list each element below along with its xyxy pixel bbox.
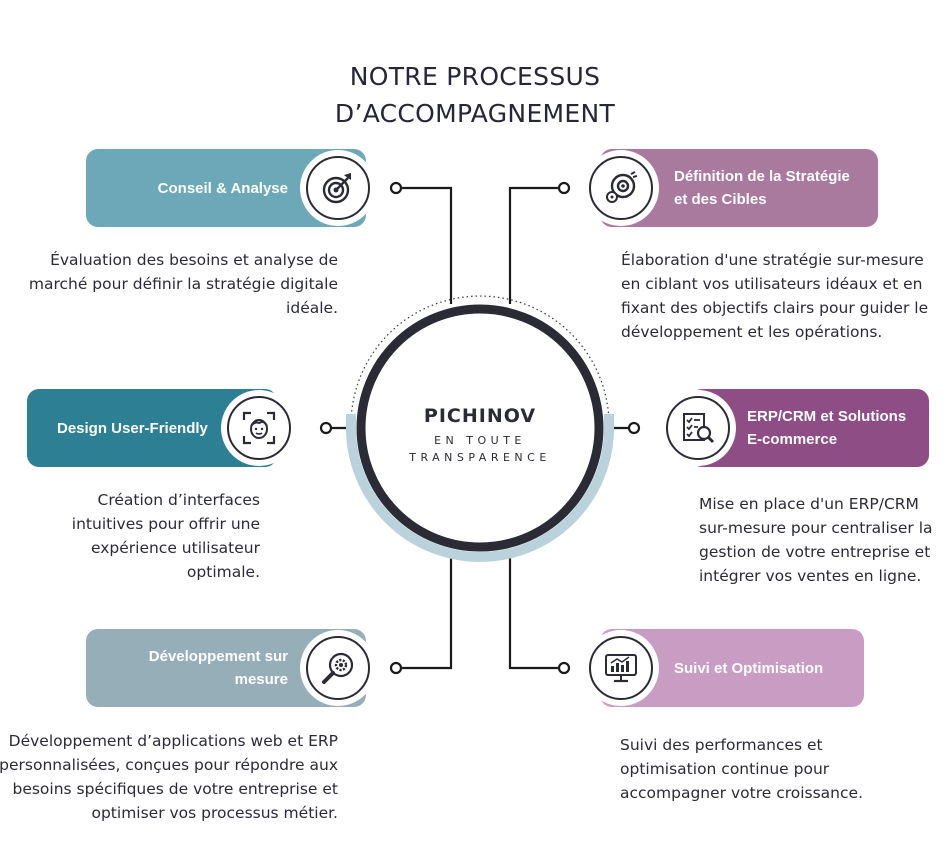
step-card-suivi-label: Suivi et Optimisation — [674, 659, 824, 677]
step-desc-design-line: Création d’interfaces — [97, 491, 260, 509]
connector-dot-dev — [389, 661, 403, 675]
center-brand: PICHINOV EN TOUTE TRANSPARENCE — [365, 405, 595, 465]
step-card-strategie-label-line-1: Définition de la Stratégie — [674, 168, 850, 185]
step-card-conseil-label: Conseil & Analyse — [157, 179, 288, 197]
step-card-erp-label-line-1: ERP/CRM et Solutions — [747, 408, 907, 425]
step-desc-dev-line: besoins spécifiques de votre entreprise … — [12, 780, 338, 798]
target-aim-icon — [606, 171, 638, 203]
step-desc-strategie-line: développement et les opérations. — [621, 323, 883, 341]
page-title: NOTRE PROCESSUS D’ACCOMPAGNEMENT — [0, 58, 950, 132]
connector-conseil — [396, 186, 453, 304]
gear-magnifier-icon — [322, 652, 354, 684]
center-ring-accent — [346, 414, 614, 562]
step-desc-design-line: expérience utilisateur — [90, 539, 260, 557]
step-desc-design-line: intuitives pour offrir une — [71, 515, 260, 533]
step-desc-erp-line: gestion de votre entreprise et — [699, 543, 931, 561]
connector-dot-conseil — [389, 181, 403, 195]
connector-dot-erp — [627, 421, 641, 435]
step-card-dev-label-line-2: mesure — [234, 671, 288, 688]
connector-dot-design — [319, 421, 333, 435]
step-desc-erp: Mise en place d'un ERP/CRM sur-mesure po… — [699, 492, 939, 588]
page-title-line-1: NOTRE PROCESSUS — [349, 62, 601, 91]
connector-dot-strategie — [557, 181, 571, 195]
step-icon-dev — [300, 630, 376, 706]
step-card-design-label: Design User-Friendly — [57, 419, 208, 437]
step-card-dev-label: Développement sur mesure — [149, 645, 288, 691]
step-desc-erp-line: intégrer vos ventes en ligne. — [699, 567, 922, 585]
face-scan-icon — [242, 411, 276, 445]
step-desc-erp-line: Mise en place d'un ERP/CRM — [699, 495, 919, 513]
step-card-erp-label: ERP/CRM et Solutions E-commerce — [747, 405, 906, 451]
step-icon-strategie — [583, 150, 659, 226]
step-icon-erp — [660, 390, 736, 466]
step-card-strategie-label-line-2: et des Cibles — [674, 191, 767, 208]
center-disc — [358, 306, 602, 550]
step-desc-strategie-line: fixant des objectifs clairs pour guider … — [621, 299, 929, 317]
center-tagline-line-1: EN TOUTE — [434, 434, 526, 447]
step-desc-dev-line: Développement d’applications web et ERP — [8, 732, 338, 750]
step-desc-conseil: Évaluation des besoins et analyse de mar… — [8, 248, 338, 320]
step-desc-dev-line: optimiser vos processus métier. — [91, 804, 338, 822]
monitor-chart-icon — [605, 654, 637, 683]
step-desc-conseil-line: Évaluation des besoins et analyse de — [50, 251, 338, 269]
step-card-strategie-label: Définition de la Stratégie et des Cibles — [674, 165, 850, 211]
checklist-search-icon — [683, 413, 715, 444]
step-desc-design-line: optimale. — [186, 563, 260, 581]
step-desc-suivi-line: Suivi des performances et — [620, 736, 823, 754]
step-desc-conseil-line: idéale. — [286, 299, 338, 317]
connector-strategie — [508, 186, 564, 304]
step-desc-suivi-line: accompagner votre croissance. — [620, 784, 863, 802]
target-icon — [322, 173, 351, 204]
step-desc-dev: Développement d’applications web et ERP … — [0, 729, 338, 825]
center-tagline-line-2: TRANSPARENCE — [409, 451, 551, 464]
connector-suivi — [508, 552, 564, 670]
step-desc-erp-line: sur-mesure pour centraliser la — [699, 519, 933, 537]
step-desc-strategie-line: en ciblant vos utilisateurs idéaux et en — [621, 275, 923, 293]
step-desc-suivi: Suivi des performances et optimisation c… — [620, 733, 920, 805]
page-title-line-2: D’ACCOMPAGNEMENT — [334, 99, 616, 128]
step-desc-strategie: Élaboration d'une stratégie sur-mesure e… — [621, 248, 941, 344]
step-icon-design — [221, 390, 297, 466]
step-desc-conseil-line: marché pour définir la stratégie digital… — [28, 275, 338, 293]
connector-dot-suivi — [557, 661, 571, 675]
center-ring — [356, 304, 604, 552]
step-desc-suivi-line: optimisation continue pour — [620, 760, 830, 778]
step-desc-design: Création d’interfaces intuitives pour of… — [0, 488, 260, 584]
center-brand-name: PICHINOV — [423, 405, 537, 427]
step-desc-strategie-line: Élaboration d'une stratégie sur-mesure — [621, 251, 924, 269]
step-card-erp-label-line-2: E-commerce — [747, 431, 838, 448]
connector-dev — [396, 552, 453, 670]
step-desc-dev-line: personnalisées, conçues pour répondre au… — [0, 756, 338, 774]
step-icon-suivi — [583, 630, 659, 706]
step-card-dev-label-line-1: Développement sur — [148, 648, 288, 665]
step-icon-conseil — [300, 150, 376, 226]
